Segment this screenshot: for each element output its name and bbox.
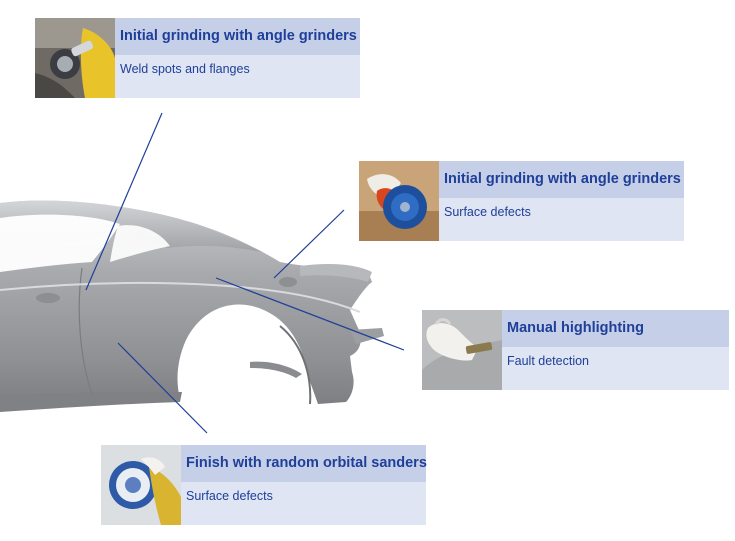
orbital-sander-photo-icon <box>101 445 181 525</box>
side-window-opening <box>0 214 120 272</box>
door-seam <box>78 267 93 395</box>
door-handle <box>36 293 60 303</box>
callout-orbital-sanders: Finish with random orbital sanders Surfa… <box>101 445 427 525</box>
callout-title: Initial grinding with angle grinders <box>115 18 360 55</box>
callout-description: Fault detection <box>502 347 729 390</box>
gloved-hand-photo-icon <box>422 310 502 390</box>
leader-line-manual-highlighting <box>215 277 405 351</box>
rear-window-opening <box>110 225 170 262</box>
callout-title: Finish with random orbital sanders <box>181 445 427 482</box>
rear-spoiler <box>300 264 372 282</box>
callout-title: Manual highlighting <box>502 310 729 347</box>
callout-description: Weld spots and flanges <box>115 55 360 98</box>
rear-diffuser <box>250 361 302 378</box>
callout-description: Surface defects <box>439 198 684 241</box>
rear-wheel-arch <box>181 309 310 404</box>
callout-weld-spots: Initial grinding with angle grinders Wel… <box>35 18 360 98</box>
callout-surface-defects-grinding: Initial grinding with angle grinders Sur… <box>359 161 684 241</box>
fuel-cap <box>279 277 297 287</box>
leader-line-surface-defects-grinding <box>273 209 345 279</box>
leader-line-orbital-sanders <box>117 342 208 434</box>
side-sill <box>0 392 182 412</box>
callout-manual-highlighting: Manual highlighting Fault detection <box>422 310 729 390</box>
body-crease <box>0 281 361 313</box>
rear-fender-edge <box>279 325 312 405</box>
angle-grinder-disc-photo-icon <box>359 161 439 241</box>
angle-grinder-photo-icon <box>35 18 115 98</box>
leader-line-weld-spots <box>85 112 163 291</box>
callout-description: Surface defects <box>181 482 426 525</box>
callout-title: Initial grinding with angle grinders <box>439 161 684 198</box>
